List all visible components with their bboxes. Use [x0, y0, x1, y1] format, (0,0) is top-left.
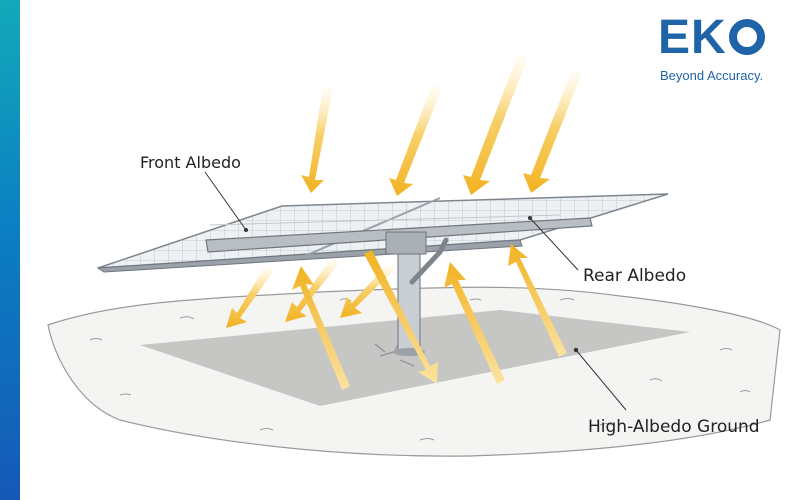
side-accent-bar: [0, 0, 20, 500]
albedo-arrow-4: [508, 244, 567, 357]
rear-albedo-label: Rear Albedo: [583, 266, 687, 286]
albedo-arrow-3: [444, 262, 505, 384]
front-albedo-label: Front Albedo: [140, 153, 241, 172]
logo-o-ring: [728, 19, 765, 55]
albedo-arrow-2: [364, 250, 438, 384]
ground-label: High-Albedo Ground: [588, 417, 760, 437]
logo-tagline: Beyond Accuracy.: [660, 68, 764, 83]
sun-arrow-1: [301, 86, 333, 193]
rear-albedo-leader: [529, 217, 579, 271]
sun-arrow-3: [463, 54, 528, 195]
sun-arrow-4: [523, 70, 582, 193]
incoming-sunlight-arrows: [301, 54, 582, 196]
eko-logo: EK Beyond Accuracy.: [658, 14, 788, 94]
front-albedo-leader: [204, 171, 247, 231]
ground-leader: [575, 349, 627, 411]
sun-arrow-2: [389, 85, 442, 196]
albedo-arrow-1: [292, 266, 350, 390]
ground-texture: [89, 298, 751, 441]
reflected-albedo-arrows: [292, 244, 567, 390]
solar-panel: [96, 193, 669, 285]
logo-wordmark: EK: [658, 14, 765, 62]
logo-letters: EK: [658, 11, 727, 64]
